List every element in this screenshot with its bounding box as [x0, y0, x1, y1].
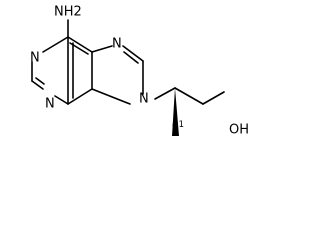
bond-n3-c4 [54, 95, 69, 105]
hydroxyl-label: OH [229, 123, 249, 138]
amine-label: NH2 [54, 5, 82, 20]
nitrogen-n3-label: N [45, 97, 55, 112]
bond-c5-n7 [91, 45, 113, 53]
bond-c2-n3 [31, 80, 44, 90]
bond-n9-chiral [154, 87, 176, 100]
bond-c2-n3-double [35, 77, 45, 85]
bond-c6-c5-ring [67, 36, 93, 53]
molecule-structure: NH2 N N N N OH &1 [30, 5, 249, 138]
bond-n9-c4 [91, 88, 131, 105]
stereo-wedge-bond [172, 88, 179, 136]
nitrogen-n7-label: N [112, 37, 122, 52]
nitrogen-n9-label: N [139, 92, 149, 107]
bond-n7-c8-double [123, 51, 139, 64]
stereo-annotation: &1 [172, 120, 184, 130]
bond-n7-c8 [122, 45, 144, 62]
bond-c6-n1 [42, 36, 69, 53]
bond-chiral-ch2 [174, 87, 204, 105]
bond-c6-double [69, 42, 89, 55]
nitrogen-n1-label: N [30, 51, 40, 66]
bond-c4-n3-ring [67, 88, 93, 105]
bond-ch2-oh [202, 91, 225, 105]
